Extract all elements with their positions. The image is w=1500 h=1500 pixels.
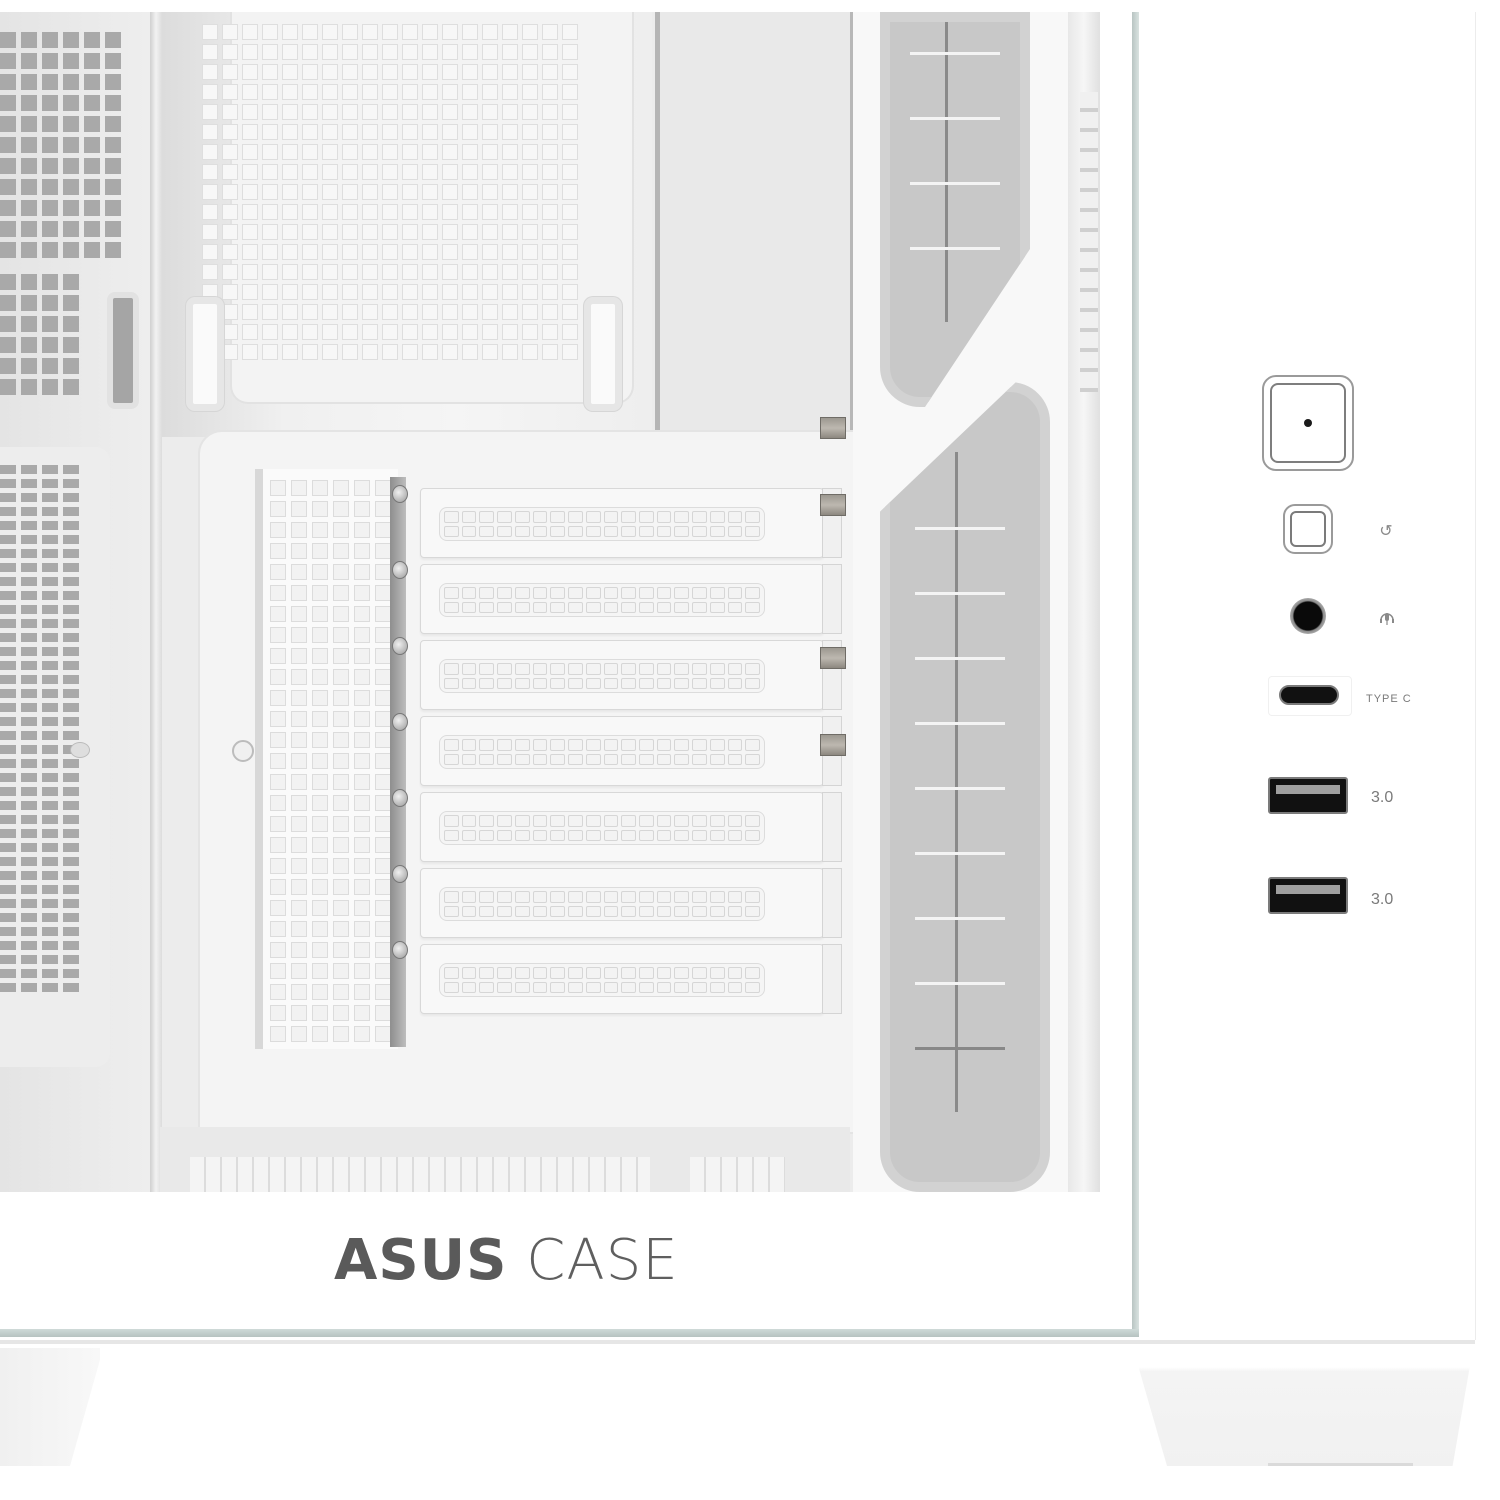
pci-slot-cover [420, 792, 824, 862]
cable-slot-dark [107, 292, 139, 409]
usb-c-port[interactable] [1279, 685, 1339, 705]
pci-screw-rail [390, 477, 406, 1047]
vent-grid-left-lower [0, 465, 79, 992]
pci-slot-cover [420, 564, 824, 634]
pci-slot-tab [822, 868, 842, 938]
pci-slot-cover [420, 944, 824, 1014]
usb-a-port[interactable] [1268, 777, 1348, 814]
power-button[interactable] [1262, 375, 1354, 471]
rear-side-panel [0, 12, 150, 1192]
pci-slot-tab [822, 564, 842, 634]
cutout-rib [915, 657, 1005, 660]
reset-button[interactable] [1283, 504, 1333, 554]
lower-side-panel [0, 447, 110, 1067]
glass-panel-edge-horizontal [0, 1329, 1139, 1337]
metal-clip [820, 647, 846, 669]
cutout-rib [915, 527, 1005, 530]
brand-bold: ASUS [334, 1228, 508, 1293]
pci-screw [392, 485, 408, 503]
power-led-icon [1304, 419, 1312, 427]
reset-icon: ↺ [1379, 523, 1393, 540]
pci-slot-vent [439, 507, 765, 541]
foot-shadow [1268, 1463, 1413, 1466]
cutout-rib [915, 982, 1005, 985]
pci-slot-vent [439, 583, 765, 617]
cutout-rib [915, 917, 1005, 920]
cutout-spine [945, 22, 948, 322]
cutout-spine [955, 452, 958, 1112]
vertical-bracket-vent [270, 480, 391, 1042]
cable-cutout-bottom [880, 382, 1050, 1192]
brand-light: CASE [526, 1228, 679, 1293]
usb-a-label: 3.0 [1371, 891, 1394, 908]
vent-grid-tray [202, 24, 578, 360]
pci-slot-cover [420, 488, 824, 558]
power-button-face [1270, 383, 1346, 463]
frame-divider [150, 12, 162, 1192]
usb-a-port[interactable] [1268, 877, 1348, 914]
reset-button-face [1290, 511, 1326, 547]
usb-c-port-frame [1268, 676, 1352, 716]
metal-clip [820, 417, 846, 439]
case-interior [0, 12, 1100, 1192]
cutout-rib [915, 722, 1005, 725]
pci-slot-cover [420, 868, 824, 938]
pci-slot-tab [822, 944, 842, 1014]
audio-jack[interactable] [1290, 598, 1326, 634]
cutout-rib [910, 117, 1000, 120]
usb-a-label: 3.0 [1371, 789, 1394, 806]
metal-clip [820, 734, 846, 756]
headset-mic-icon [1380, 613, 1394, 625]
cutout-rib [915, 592, 1005, 595]
cutout-rib [915, 787, 1005, 790]
thumb-screw [70, 742, 90, 758]
cutout-rib [915, 1047, 1005, 1050]
pci-slot-vent [439, 811, 765, 845]
cable-slot-right [584, 297, 622, 411]
pci-slot-vent [439, 887, 765, 921]
metal-clip [820, 494, 846, 516]
case-foot-right [1133, 1348, 1473, 1466]
vent-grid-left-mid [0, 274, 79, 395]
cutout-rib [915, 852, 1005, 855]
brand-logo-text: ASUS CASE [334, 1228, 679, 1293]
cable-channel [655, 12, 854, 487]
cutout-rib [910, 182, 1000, 185]
pci-screw [392, 865, 408, 883]
case-base-line [0, 1340, 1475, 1344]
pci-slot-vent [439, 659, 765, 693]
pci-slot-cover [420, 640, 824, 710]
case-foot-left [0, 1348, 100, 1466]
usb-c-label: TYPE C [1366, 693, 1412, 705]
pci-slot-cover [420, 716, 824, 786]
pci-slot-vent [439, 735, 765, 769]
cable-slot-left [186, 297, 224, 411]
usb-a-tongue [1276, 785, 1340, 794]
pci-screw [392, 789, 408, 807]
pci-slot-vent [439, 963, 765, 997]
cutout-rib [910, 52, 1000, 55]
usb-a-tongue [1276, 885, 1340, 894]
bracket-screw [232, 740, 254, 762]
pci-screw [392, 941, 408, 959]
motherboard-tray-vent [202, 12, 634, 404]
cutout-rib [910, 247, 1000, 250]
pci-screw [392, 713, 408, 731]
pci-screw [392, 561, 408, 579]
glass-panel-edge-vertical [1132, 12, 1139, 1337]
vent-grid-left-top [0, 32, 121, 258]
floor-vent [190, 1157, 650, 1192]
front-inner-vent [1080, 92, 1098, 392]
floor-vent-small [690, 1157, 785, 1192]
pci-slot-tab [822, 792, 842, 862]
pci-screw [392, 637, 408, 655]
